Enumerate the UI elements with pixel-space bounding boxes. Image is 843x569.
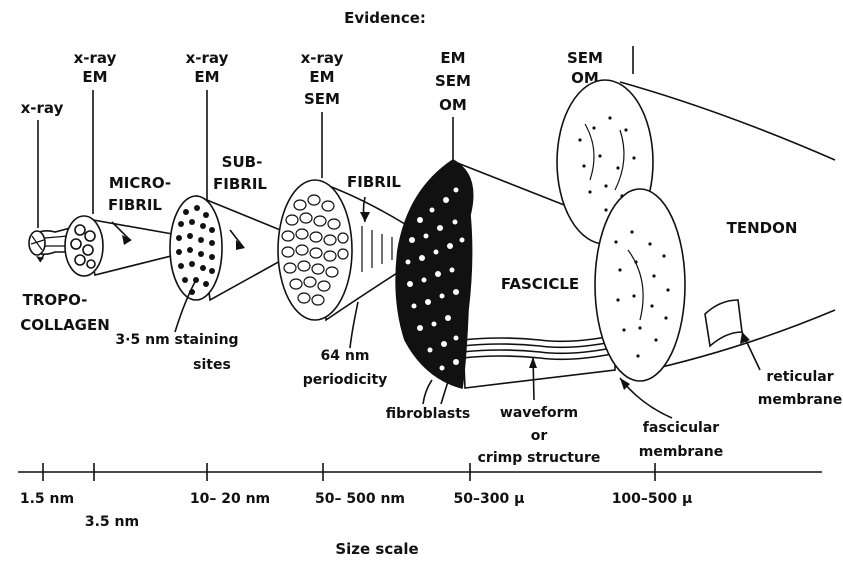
- scale-tick-1: 3.5 nm: [85, 514, 139, 530]
- subfibril-label-1: FIBRIL: [213, 175, 267, 193]
- evidence-subfibril-1: EM: [194, 68, 219, 86]
- evidence-fascicle-1: SEM: [435, 72, 471, 90]
- staining-label-1: sites: [193, 357, 231, 373]
- scale-tick-0: 1.5 nm: [20, 491, 74, 507]
- waveform-label-2: crimp structure: [478, 450, 601, 466]
- subfibril-label-0: SUB-: [222, 153, 263, 171]
- tropocollagen-label-1: COLLAGEN: [20, 316, 110, 334]
- evidence-microfibril-1: EM: [82, 68, 107, 86]
- periodicity-label-0: 64 nm: [321, 348, 370, 364]
- fascicular-label-0: fascicular: [643, 420, 719, 436]
- fibroblasts-label: fibroblasts: [386, 406, 471, 422]
- periodicity-label-1: periodicity: [303, 372, 388, 388]
- waveform-label-0: waveform: [500, 405, 578, 421]
- size-scale-axis: [18, 463, 822, 481]
- reticular-membrane-icon: [705, 300, 760, 370]
- evidence-fascicle-0: EM: [440, 49, 465, 67]
- size-scale-label: Size scale: [335, 540, 418, 558]
- evidence-tropocollagen: x-ray: [21, 99, 64, 228]
- evidence-fibril-0: x-ray: [301, 49, 344, 67]
- fascicular-label-1: membrane: [639, 444, 724, 460]
- evidence-title: Evidence:: [344, 9, 426, 27]
- microfibril-label-0: MICRO-: [109, 174, 171, 192]
- evidence-tropocollagen-0: x-ray: [21, 99, 64, 117]
- tropocollagen-label-0: TROPO-: [23, 291, 88, 309]
- evidence-fibril: x-ray EM SEM: [301, 49, 344, 178]
- fascicle-label: FASCICLE: [501, 275, 579, 293]
- staining-label-0: 3·5 nm staining: [115, 332, 238, 348]
- evidence-subfibril-0: x-ray: [186, 49, 229, 67]
- waveform-label-1: or: [531, 428, 548, 444]
- evidence-fibril-2: SEM: [304, 90, 340, 108]
- evidence-microfibril-0: x-ray: [74, 49, 117, 67]
- fibril-label: FIBRIL: [347, 173, 401, 191]
- evidence-fibril-1: EM: [309, 68, 334, 86]
- scale-tick-5: 100–500 μ: [612, 491, 693, 507]
- evidence-fascicle-2: OM: [439, 96, 467, 114]
- reticular-label-1: membrane: [758, 392, 843, 408]
- evidence-fascicle: EM SEM OM: [435, 49, 471, 160]
- reticular-label-0: reticular: [766, 369, 833, 385]
- scale-tick-2: 10– 20 nm: [190, 491, 270, 507]
- scale-tick-4: 50–300 μ: [454, 491, 525, 507]
- microfibril-label-1: FIBRIL: [108, 196, 162, 214]
- evidence-tendon-0: SEM: [567, 49, 603, 67]
- tendon-label: TENDON: [727, 219, 798, 237]
- scale-tick-3: 50– 500 nm: [315, 491, 405, 507]
